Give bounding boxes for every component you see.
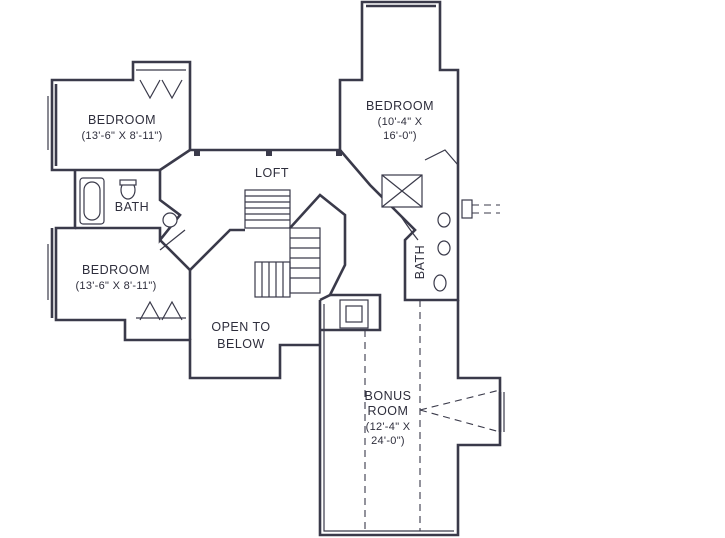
sink-w xyxy=(162,212,178,228)
bath-fixtures xyxy=(79,174,500,329)
bath-e-label: BATH xyxy=(413,245,427,279)
staircase xyxy=(244,189,321,298)
bonus-room-name-line1: BONUS xyxy=(365,389,412,403)
exterior-walls xyxy=(47,0,505,537)
bonus-room-ceiling-lines xyxy=(364,300,501,531)
bonus-room-name-line2: ROOM xyxy=(368,404,409,418)
bedroom-nw-size: (13'-6" X 8'-11") xyxy=(81,130,162,142)
bedroom-ne-size-line2: 16'-0") xyxy=(383,130,417,142)
bedroom-ne-size-line1: (10'-4" X xyxy=(378,116,423,128)
bonus-room-size-line2: 24'-0") xyxy=(371,435,405,447)
sink-e1 xyxy=(437,212,451,228)
bonus-room-size-line1: (12'-4" X xyxy=(366,421,411,433)
bedroom-nw-name: BEDROOM xyxy=(88,113,156,127)
interior-walls xyxy=(75,148,440,340)
open-to-below-line1: OPEN TO xyxy=(211,320,270,334)
toilet-e xyxy=(433,274,447,292)
railing-posts xyxy=(194,150,342,156)
bedroom-w-size: (13'-6" X 8'-11") xyxy=(75,280,156,292)
open-to-below-line2: BELOW xyxy=(217,337,265,351)
closet-doors xyxy=(136,69,459,321)
bath-w-label: BATH xyxy=(115,200,149,214)
bedroom-ne-name: BEDROOM xyxy=(366,99,434,113)
loft-label: LOFT xyxy=(255,166,289,180)
sink-e2 xyxy=(437,240,451,256)
bedroom-w-name: BEDROOM xyxy=(82,263,150,277)
